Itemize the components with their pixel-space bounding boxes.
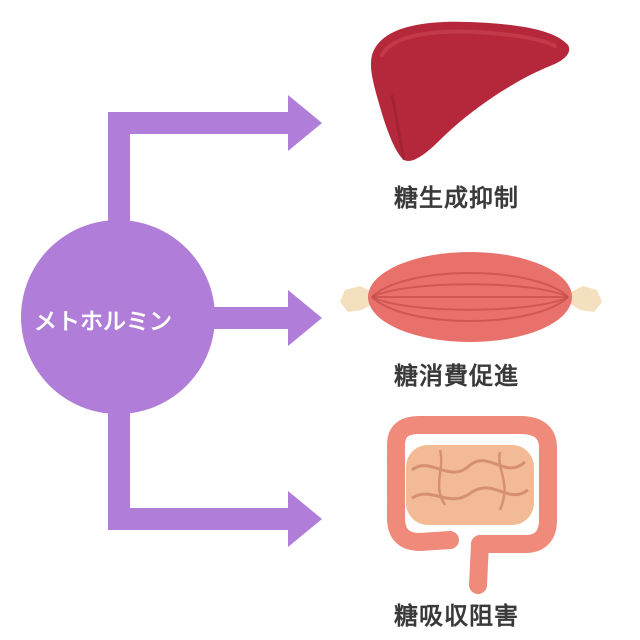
effect-label-glucose-absorption: 糖吸収阻害: [394, 602, 519, 630]
center-label: メトホルミン: [34, 309, 172, 335]
center-circle: [21, 220, 215, 414]
effect-label-glucose-consumption: 糖消費促進: [394, 362, 519, 390]
intestine-icon: [387, 416, 557, 594]
muscle-icon: [340, 252, 602, 342]
arrow-shaft-middle: [195, 307, 293, 329]
vertical-branch-top: [108, 112, 130, 232]
arrow-head-bottom: [288, 491, 322, 547]
arrow-connectors: [108, 95, 322, 547]
liver-icon: [370, 21, 570, 161]
arrow-head-top: [288, 95, 322, 151]
arrow-shaft-bottom: [108, 508, 293, 530]
vertical-branch-bottom: [108, 410, 130, 530]
arrow-shaft-top: [108, 112, 293, 134]
arrow-head-middle: [288, 290, 322, 346]
effect-label-glucose-production: 糖生成抑制: [394, 184, 519, 212]
